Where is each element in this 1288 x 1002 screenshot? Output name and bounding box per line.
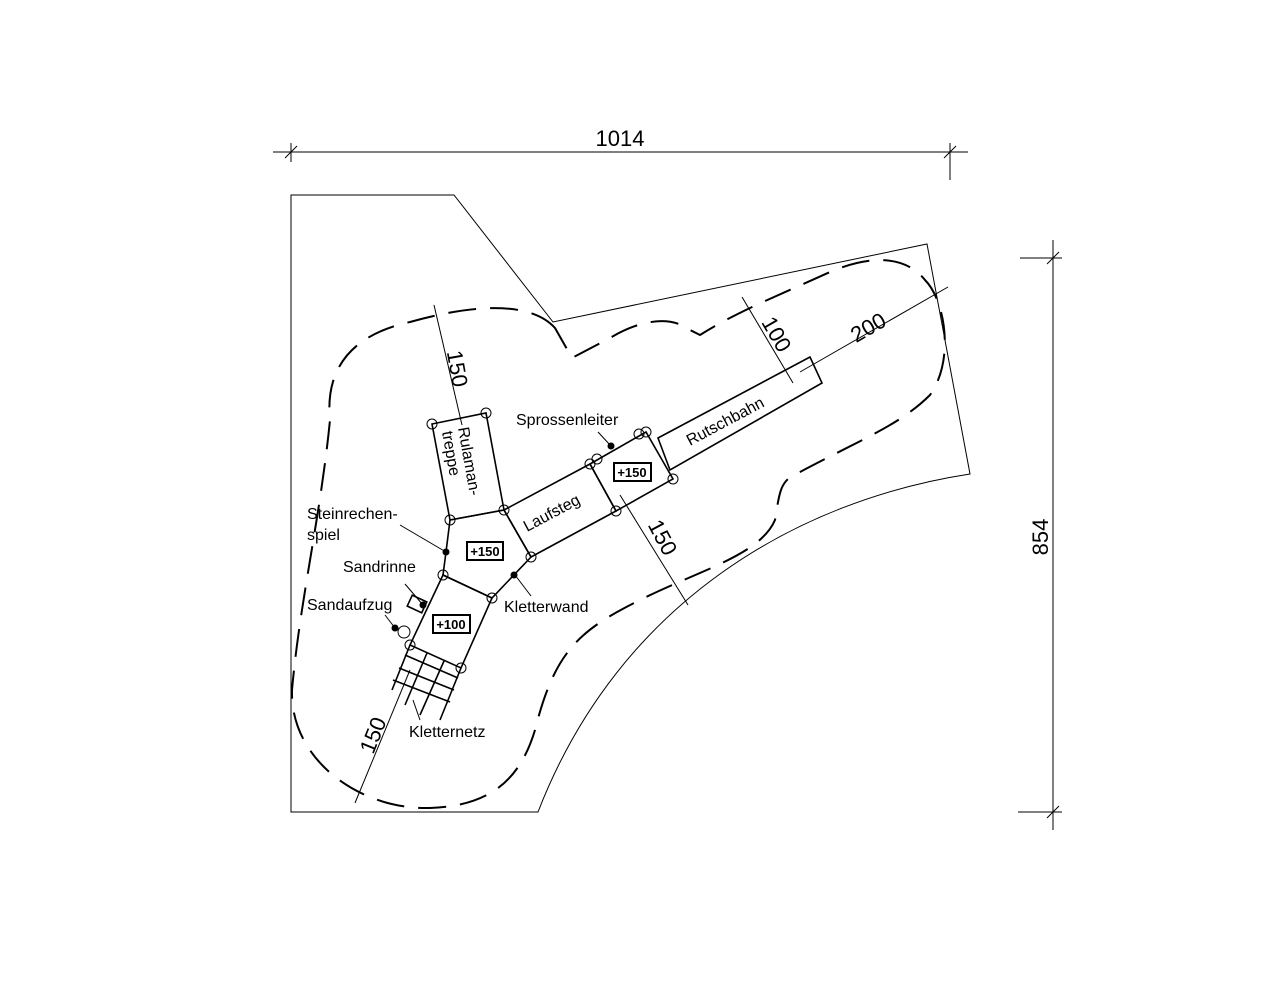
- label-laufsteg: Laufsteg: [521, 492, 583, 536]
- site-boundary: [290, 194, 971, 813]
- label-steinrechen-1: Steinrechen-: [307, 506, 398, 523]
- kletternetz: [391, 644, 462, 721]
- elevation-lower: +100: [432, 614, 471, 634]
- label-sandrinne: Sandrinne: [343, 559, 416, 576]
- label-kletternetz: Kletternetz: [409, 724, 485, 741]
- dim-platform-text: 150: [643, 515, 682, 559]
- dim-line-rulamantreppe: [433, 304, 463, 426]
- dim-width-text: 1014: [596, 126, 645, 151]
- dim-height-text: 854: [1028, 519, 1053, 556]
- rutschbahn: [657, 355, 824, 472]
- dim-line-slide: [741, 296, 794, 384]
- label-steinrechen-2: spiel: [307, 527, 340, 544]
- svg-text:+150: +150: [470, 544, 499, 559]
- upper-platform: [588, 430, 675, 513]
- label-sandaufzug: Sandaufzug: [307, 597, 392, 614]
- elevation-center: +150: [466, 541, 504, 561]
- dim-net-text: 150: [355, 713, 392, 756]
- label-sprossenleiter: Sprossenleiter: [516, 412, 619, 429]
- dimension-width: [273, 143, 968, 180]
- elevation-upper: +150: [613, 462, 652, 482]
- dim-line-net: [354, 669, 411, 804]
- safety-zone-outline: [290, 259, 946, 810]
- dim-line-platform: [619, 494, 689, 606]
- dim-line-runout: [799, 286, 949, 373]
- dim-rulamantreppe-text: 150: [442, 348, 473, 389]
- label-kletterwand: Kletterwand: [504, 599, 589, 616]
- posts: [397, 407, 679, 674]
- svg-text:+100: +100: [436, 617, 465, 632]
- dimension-height: [1018, 240, 1062, 830]
- svg-text:+150: +150: [617, 465, 646, 480]
- dim-slide-text: 100: [756, 312, 796, 356]
